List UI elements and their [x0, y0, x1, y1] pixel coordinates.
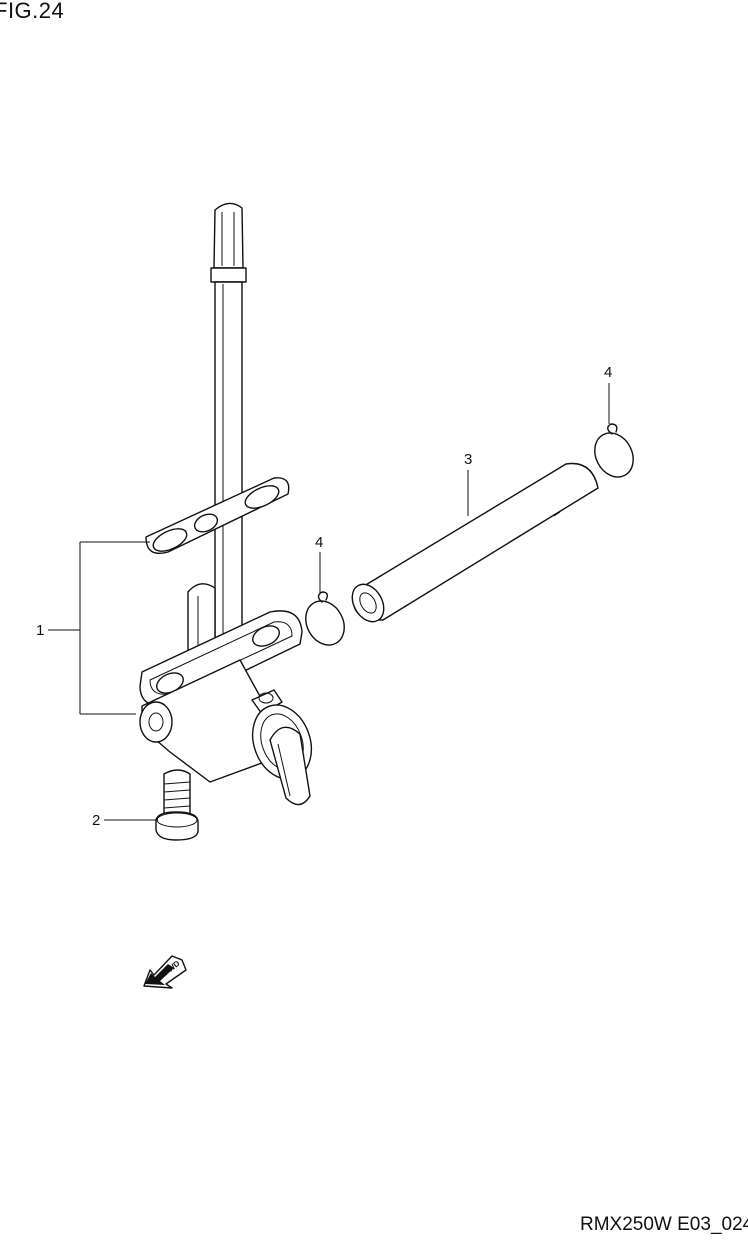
fuel-cock-assembly[interactable] [139, 202, 321, 806]
callout-part-4-right: 4 [604, 364, 612, 381]
fuel-hose[interactable] [346, 462, 599, 628]
callout-part-3: 3 [464, 451, 472, 468]
drawing-code: RMX250W E03_024 [580, 1214, 748, 1235]
hose-clamp-right[interactable] [587, 423, 640, 484]
hose-clamp-left[interactable] [298, 591, 351, 652]
forward-arrow-icon: FWD [143, 955, 187, 989]
screw[interactable] [155, 769, 199, 841]
figure-label: FIG.24 [0, 0, 65, 23]
callout-part-4-left: 4 [315, 534, 323, 551]
leader-lines [48, 383, 610, 821]
callout-part-1: 1 [36, 622, 44, 639]
callout-part-2: 2 [92, 812, 100, 829]
